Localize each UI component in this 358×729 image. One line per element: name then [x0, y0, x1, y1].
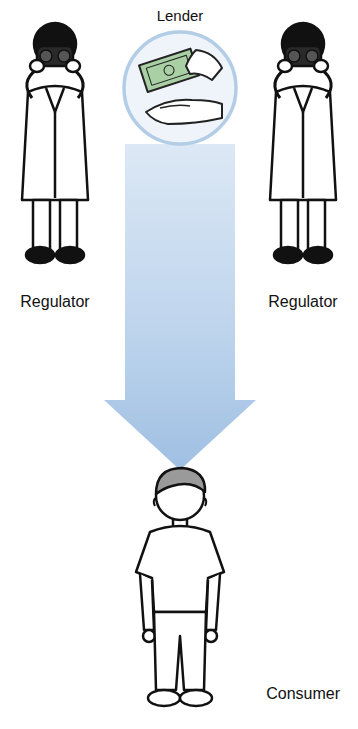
consumer-figure: Consumer — [110, 470, 354, 726]
node-label: Lender — [157, 6, 204, 26]
regulator-figure — [270, 23, 336, 263]
lender-circle-outline — [122, 30, 238, 146]
regulator-figure: Regulator — [248, 10, 358, 312]
node-label: Regulator — [20, 292, 89, 312]
regulator-figure — [22, 23, 88, 263]
node-label: Regulator — [268, 292, 337, 312]
flow-arrow — [104, 144, 256, 470]
lender-circle: Lender — [114, 2, 246, 146]
consumer-figure — [136, 468, 224, 706]
regulator-figure: Regulator — [0, 10, 110, 312]
node-label: Consumer — [266, 684, 340, 704]
money-hands — [139, 49, 222, 124]
